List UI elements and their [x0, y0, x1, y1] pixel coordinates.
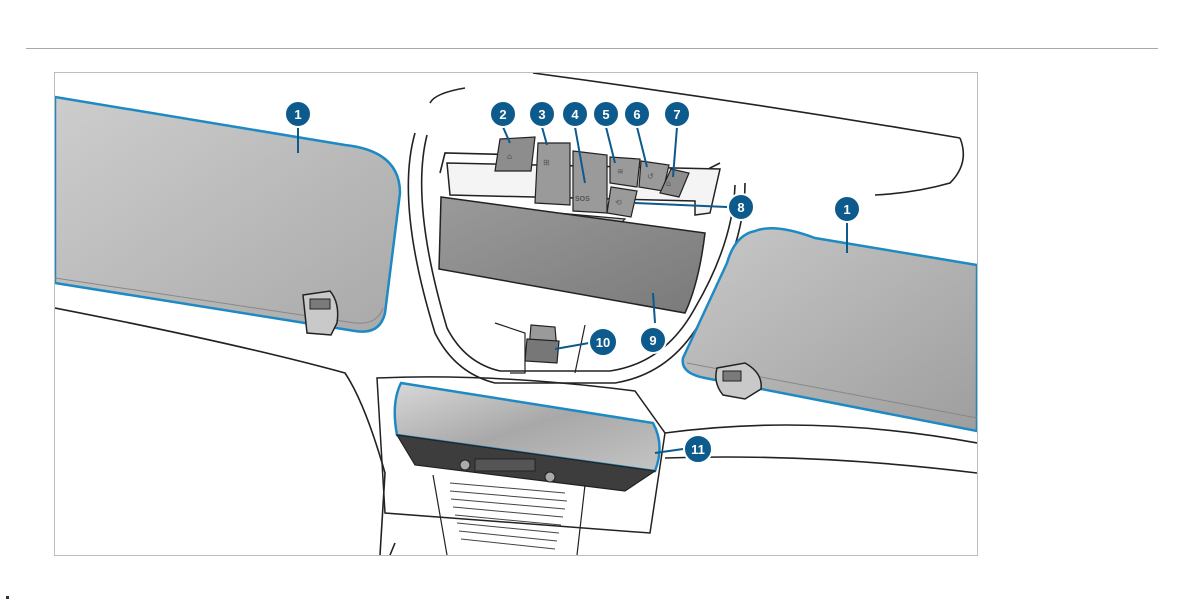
callout-6: 6: [624, 101, 650, 127]
sos-label: SOS: [575, 196, 590, 203]
button-8[interactable]: [607, 187, 637, 217]
button-7-glyph: ⌂: [666, 179, 671, 188]
callout-8-label: 8: [737, 200, 744, 215]
callout-5-label: 5: [602, 107, 609, 122]
callout-4-label: 4: [571, 107, 579, 122]
callout-11-label: 11: [691, 442, 705, 457]
callout-10-label: 10: [596, 335, 610, 350]
callout-1-right-label: 1: [843, 202, 850, 217]
callout-6-label: 6: [633, 107, 640, 122]
button-3-glyph: ⊞: [543, 158, 550, 167]
header-divider: [26, 48, 1158, 49]
figure-frame: ⌂ ⊞ SOS ≋ ↺ ⟲ ⌂: [54, 72, 978, 556]
button-5-glyph: ≋: [617, 167, 624, 176]
button-6-glyph: ↺: [647, 172, 654, 181]
callout-4: 4: [562, 101, 588, 127]
callout-9: 9: [640, 327, 666, 353]
rear-view-mirror[interactable]: [377, 377, 665, 555]
compartment-switch[interactable]: [525, 339, 559, 363]
callout-3-label: 3: [538, 107, 545, 122]
callout-2: 2: [490, 101, 516, 127]
callout-8: 8: [728, 194, 754, 220]
callout-5: 5: [593, 101, 619, 127]
sun-visor-right: [683, 228, 977, 431]
overhead-control-panel-illustration: ⌂ ⊞ SOS ≋ ↺ ⟲ ⌂: [55, 73, 977, 555]
callout-10: 10: [589, 328, 617, 356]
callout-2-label: 2: [499, 107, 506, 122]
button-8-glyph: ⟲: [615, 198, 622, 207]
callout-3: 3: [529, 101, 555, 127]
callout-7: 7: [664, 101, 690, 127]
sun-visor-left: [55, 97, 400, 335]
callout-1-right: 1: [834, 196, 860, 222]
callout-9-label: 9: [649, 333, 656, 348]
overhead-panel: [439, 197, 705, 313]
overhead-console: ⌂ ⊞ SOS ≋ ↺ ⟲ ⌂: [439, 137, 720, 373]
button-2-glyph: ⌂: [507, 152, 512, 161]
callout-7-label: 7: [673, 107, 680, 122]
callout-11: 11: [684, 435, 712, 463]
callout-1-left: 1: [285, 101, 311, 127]
sos-button[interactable]: [573, 151, 607, 213]
button-2[interactable]: [495, 137, 535, 171]
callout-1-left-label: 1: [294, 107, 301, 122]
button-3[interactable]: [535, 143, 570, 205]
page-corner-mark: [6, 596, 9, 599]
